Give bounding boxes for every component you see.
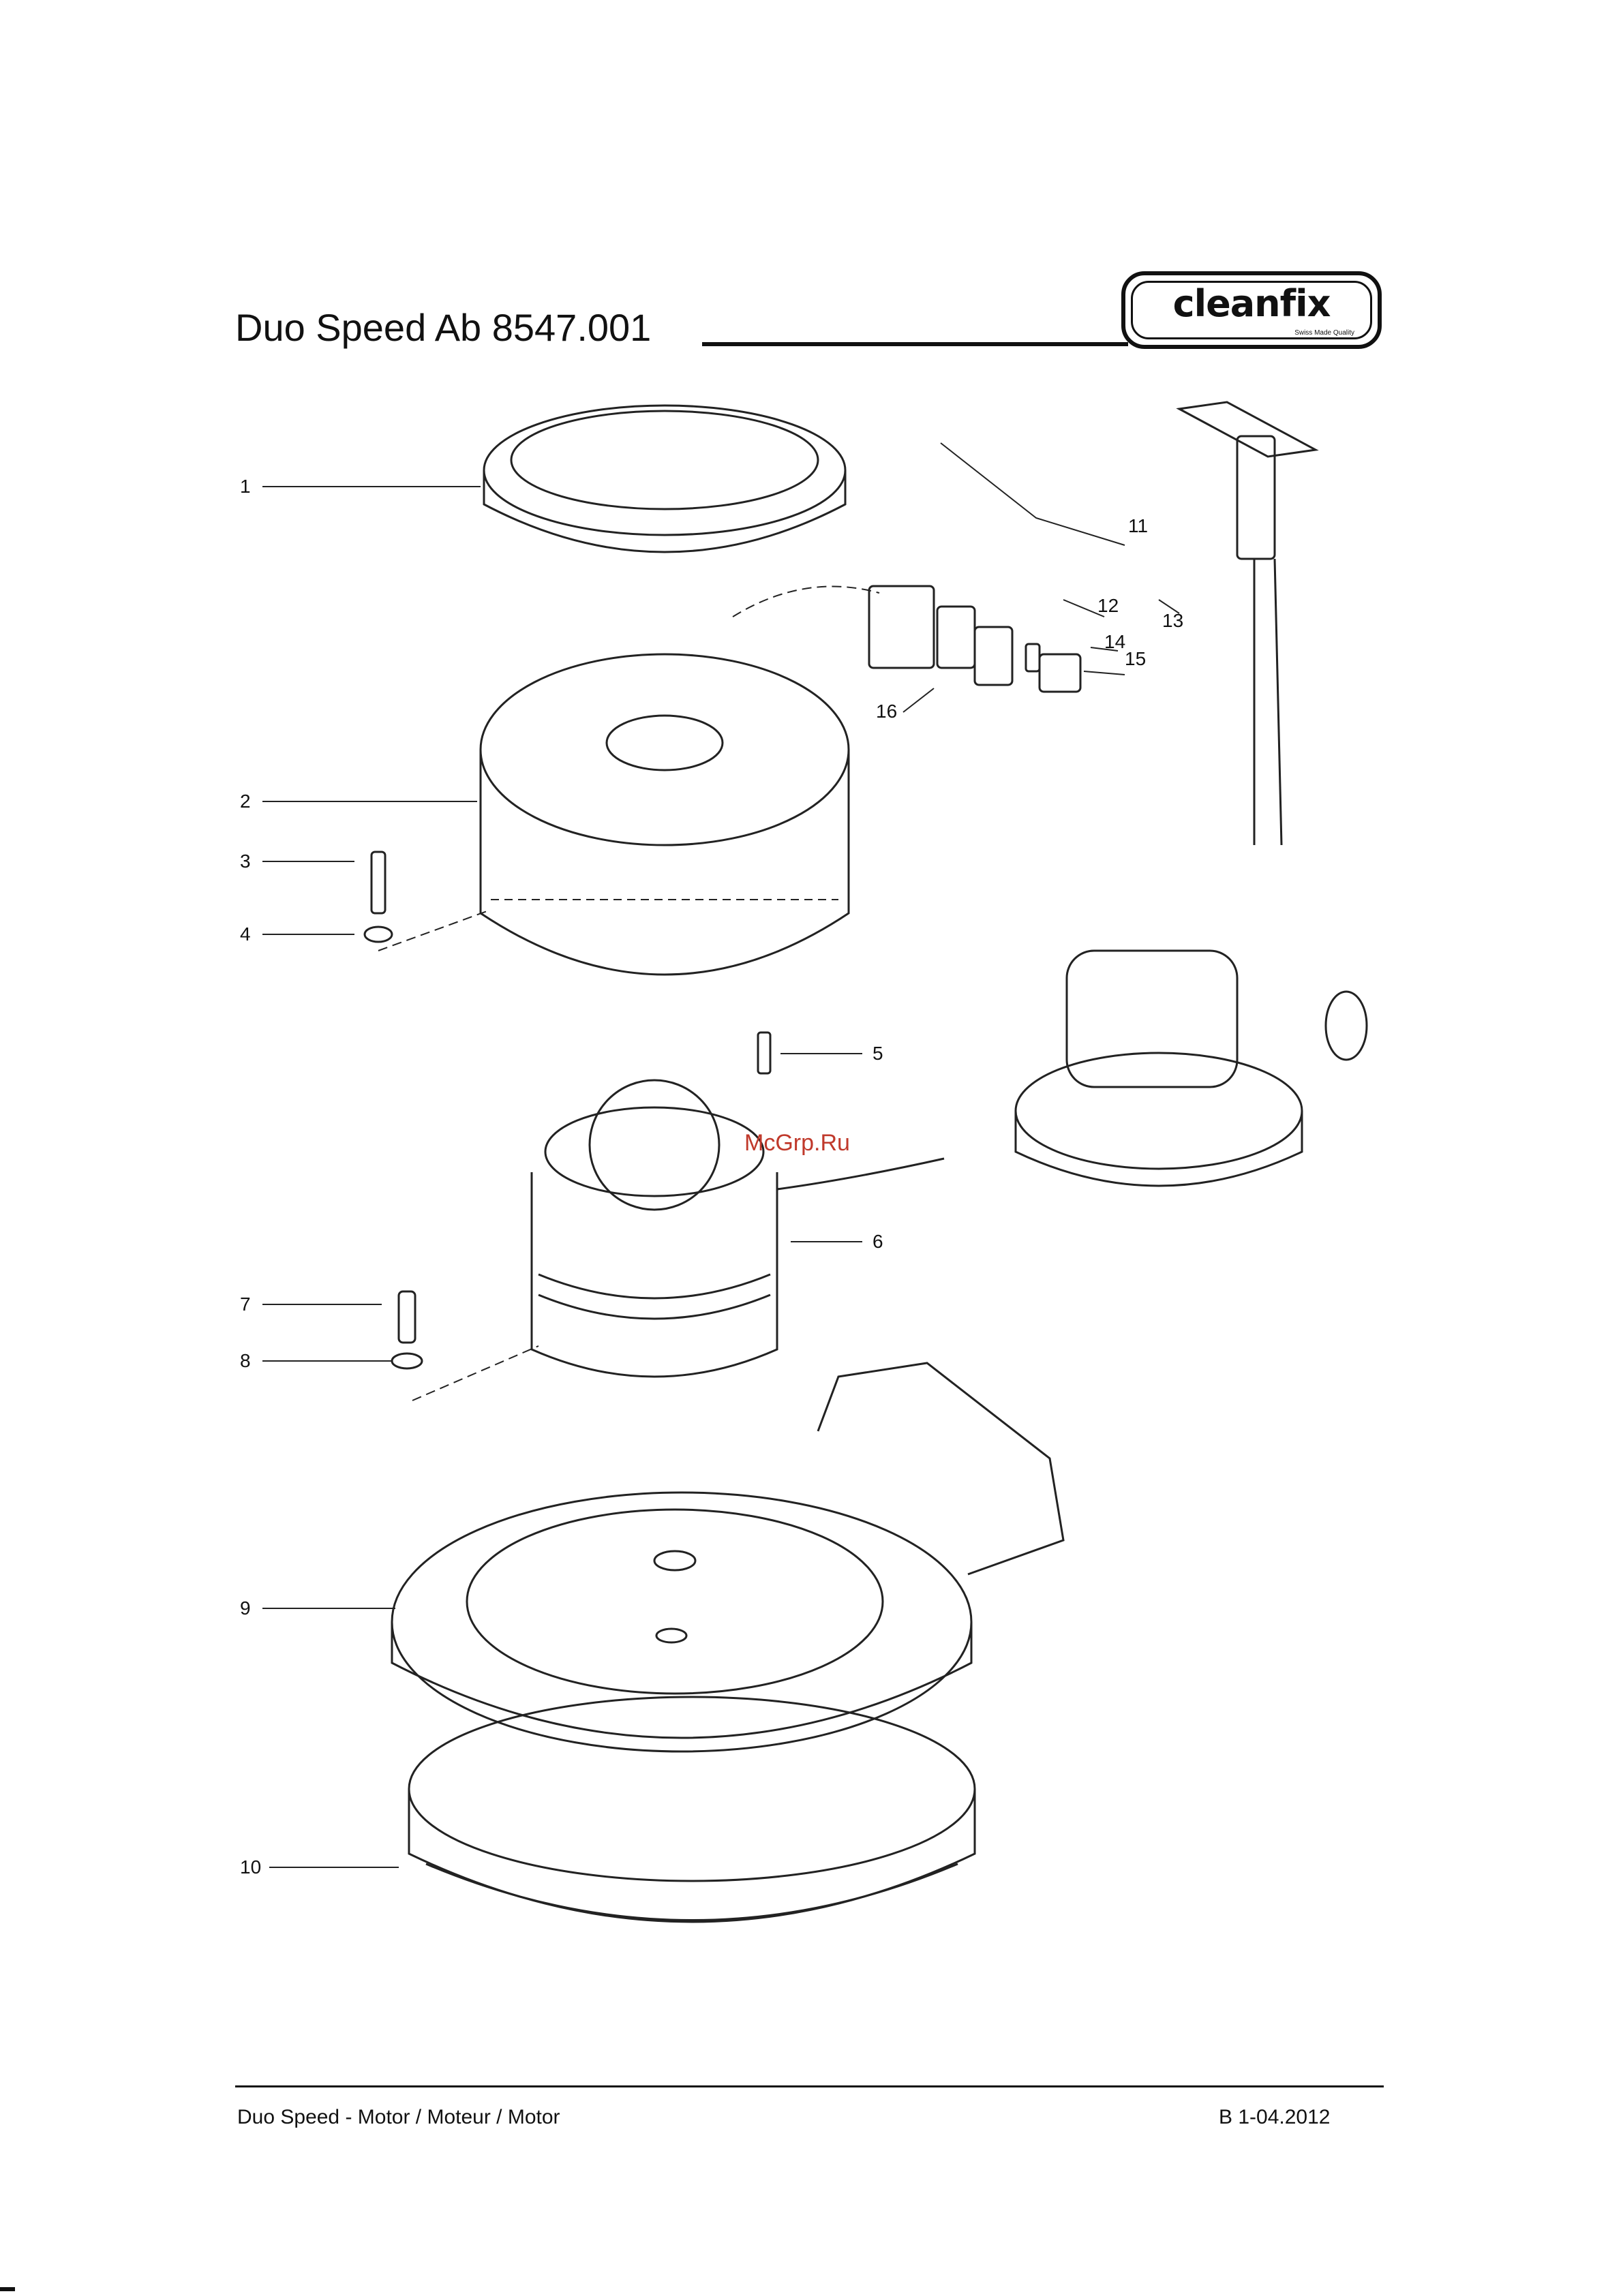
part-screw-washer-housing	[365, 852, 491, 951]
machine-overview	[1016, 402, 1367, 1186]
callout-13: 13	[1162, 611, 1183, 630]
callout-12: 12	[1097, 596, 1119, 615]
leader-line-16	[903, 688, 934, 712]
callout-3: 3	[240, 852, 251, 871]
callout-8: 8	[240, 1351, 251, 1371]
part-motor	[532, 1080, 944, 1377]
footer-caption: Duo Speed - Motor / Moteur / Motor	[237, 2106, 560, 2129]
part-switch-assembly	[733, 586, 1080, 692]
part-cover-lid	[484, 405, 845, 552]
part-screw-washer-motor	[392, 1291, 539, 1400]
part-bumper-ring	[409, 1697, 975, 1922]
corner-mark	[0, 2287, 15, 2291]
callout-6: 6	[873, 1232, 883, 1251]
part-base-plate	[392, 1363, 1063, 1751]
callout-16: 16	[876, 702, 897, 721]
footer-revision: B 1-04.2012	[1219, 2106, 1330, 2129]
callout-15: 15	[1125, 649, 1146, 669]
callout-2: 2	[240, 792, 251, 811]
callout-4: 4	[240, 925, 251, 944]
part-small-screw	[758, 1032, 770, 1073]
callout-5: 5	[873, 1044, 883, 1063]
leader-line-15	[1084, 671, 1125, 675]
callout-1: 1	[240, 477, 251, 496]
callout-11: 11	[1128, 517, 1148, 536]
leader-line-11	[941, 443, 1125, 545]
watermark-text: McGrp.Ru	[744, 1130, 850, 1157]
callout-9: 9	[240, 1599, 251, 1618]
callout-7: 7	[240, 1295, 251, 1314]
callout-14: 14	[1104, 632, 1125, 652]
part-motor-housing	[481, 654, 849, 975]
footer-divider	[235, 2085, 1384, 2087]
callout-10: 10	[240, 1858, 261, 1877]
